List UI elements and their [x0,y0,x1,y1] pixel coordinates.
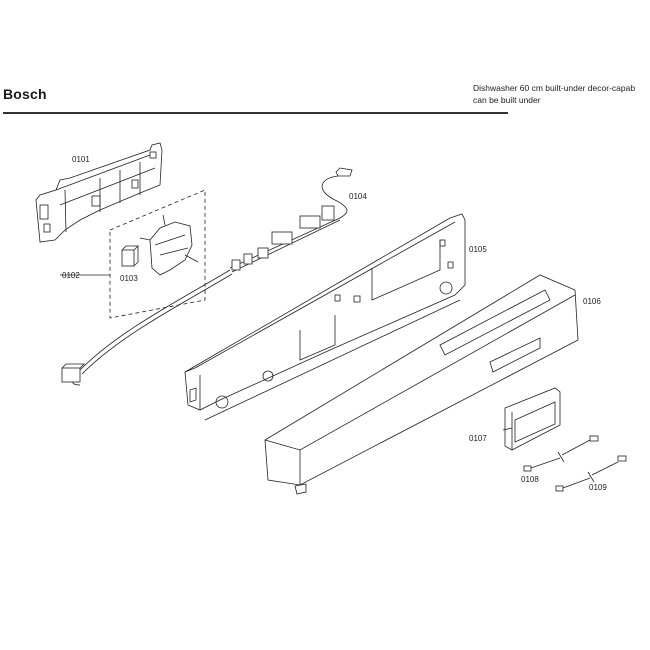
label-0106: 0106 [583,297,601,306]
label-0102: 0102 [62,271,80,280]
part-0106-control-panel[interactable] [264,274,579,495]
label-0104: 0104 [349,192,367,201]
label-0109: 0109 [589,483,607,492]
part-0109-cable[interactable] [555,455,627,492]
header-divider [3,112,508,114]
part-0105-panel-frame[interactable] [184,213,466,421]
model-description: Dishwasher 60 cm built-under decor-capab… [473,82,635,106]
model-description-line1: Dishwasher 60 cm built-under decor-capab [473,83,636,93]
label-0101: 0101 [72,155,90,164]
model-description-line2: can be built under [473,95,541,105]
part-0102-switch[interactable] [139,214,199,276]
label-0108: 0108 [521,475,539,484]
part-0101-control-module[interactable] [35,142,163,243]
part-0108-cable[interactable] [523,435,599,472]
label-0105: 0105 [469,245,487,254]
brand-title: Bosch [3,86,47,102]
part-0104-wiring-harness[interactable] [61,167,353,386]
part-0103-relay[interactable] [121,245,139,267]
part-0107-display-module[interactable] [502,387,561,451]
label-0103: 0103 [120,274,138,283]
label-0107: 0107 [469,434,487,443]
part-0102-group-box[interactable] [60,189,206,319]
